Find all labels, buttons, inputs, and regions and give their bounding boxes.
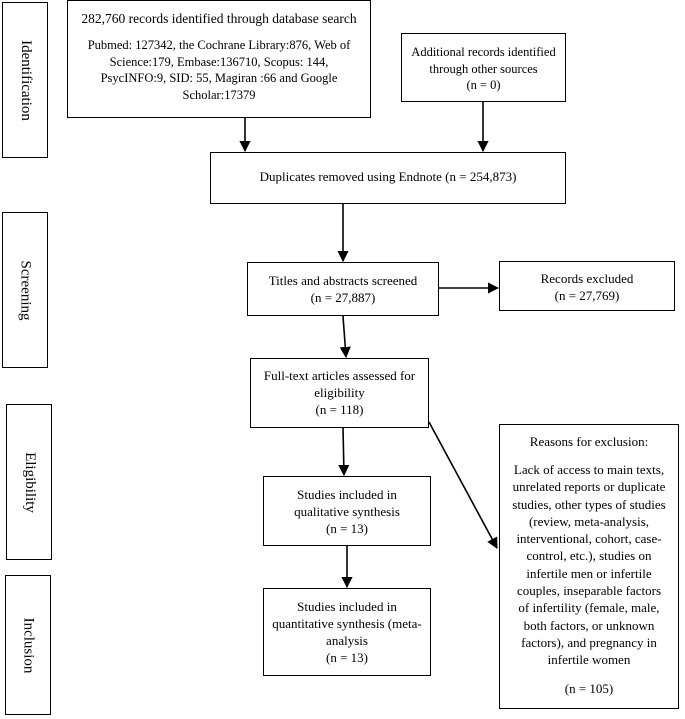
fulltext-line1: Full-text articles assessed for xyxy=(263,368,416,383)
stage-eligibility: Eligibility xyxy=(6,404,52,560)
arrow-screened-to-fulltext xyxy=(339,315,351,359)
duplicates-label: Duplicates removed using Endnote (n = 25… xyxy=(259,169,517,184)
qualitative-count: (n = 13) xyxy=(326,521,368,536)
reasons-line: of infertility (female, male, xyxy=(518,600,660,616)
additional-records-box: Additional records identified through ot… xyxy=(401,33,566,102)
qualitative-text: Studies included in qualitative synthesi… xyxy=(266,486,428,537)
records-excluded-label: Records excluded xyxy=(540,271,634,286)
quantitative-line1: Studies included in xyxy=(297,599,397,614)
reasons-line: both factors, or unknown xyxy=(523,617,655,633)
reasons-line: (review, meta-analysis, xyxy=(528,513,650,529)
reasons-count: (n = 105) xyxy=(564,681,614,696)
arrow-fulltext-to-reasons xyxy=(428,421,498,549)
quantitative-line2: quantitative synthesis (meta- xyxy=(272,616,422,631)
reasons-line: factors), and pregnancy in xyxy=(521,634,657,650)
screened-box: Titles and abstracts screened (n = 27,88… xyxy=(247,262,439,316)
reasons-line: studies, other types of studies xyxy=(512,496,666,512)
reasons-text: Lack of access to main texts, unrelated r… xyxy=(502,461,676,669)
stage-screening: Screening xyxy=(2,212,48,368)
reasons-line: control, etc.), studies on xyxy=(526,548,652,564)
reasons-line: Lack of access to main texts, xyxy=(513,462,665,477)
qualitative-line1: Studies included in xyxy=(297,487,397,502)
reasons-line: couples, inseparable factors xyxy=(516,583,662,599)
database-search-box: 282,760 records identified through datab… xyxy=(67,0,371,118)
additional-records-text: Additional records identified through ot… xyxy=(404,44,563,94)
screened-count: (n = 27,887) xyxy=(310,290,376,305)
quantitative-text: Studies included in quantitative synthes… xyxy=(266,598,428,666)
fulltext-box: Full-text articles assessed for eligibil… xyxy=(250,358,429,428)
database-search-title: 282,760 records identified through datab… xyxy=(81,11,357,26)
reasons-line: infertile women xyxy=(547,652,631,668)
screened-label: Titles and abstracts screened xyxy=(268,273,418,288)
fulltext-text: Full-text articles assessed for eligibil… xyxy=(253,367,426,418)
duplicates-box: Duplicates removed using Endnote (n = 25… xyxy=(210,152,566,204)
records-excluded-box: Records excluded (n = 27,769) xyxy=(499,261,675,311)
quantitative-line3: analysis xyxy=(326,633,368,648)
qualitative-line2: qualitative synthesis xyxy=(294,504,400,519)
fulltext-line2: eligibility xyxy=(314,385,365,400)
qualitative-box: Studies included in qualitative synthesi… xyxy=(263,476,431,546)
additional-line1: Additional records identified xyxy=(411,45,556,59)
reasons-box: Reasons for exclusion: Lack of access to… xyxy=(499,424,679,709)
reasons-line: infertile men or infertile xyxy=(526,565,652,581)
additional-line2: through other sources xyxy=(429,61,538,76)
additional-count: (n = 0) xyxy=(466,78,501,92)
records-excluded-count: (n = 27,769) xyxy=(554,288,620,303)
reasons-line: unrelated reports or duplicate xyxy=(512,479,666,495)
reasons-line: interventional, cohort, case- xyxy=(516,531,662,547)
reasons-title: Reasons for exclusion: xyxy=(529,434,649,449)
screened-text: Titles and abstracts screened (n = 27,88… xyxy=(250,272,436,306)
quantitative-box: Studies included in quantitative synthes… xyxy=(263,588,431,676)
records-excluded-text: Records excluded (n = 27,769) xyxy=(502,270,672,304)
fulltext-count: (n = 118) xyxy=(315,402,364,417)
database-search-detail: Pubmed: 127342, the Cochrane Library:876… xyxy=(87,38,351,102)
quantitative-count: (n = 13) xyxy=(326,650,368,665)
arrow-fulltext-to-qualitative xyxy=(338,427,350,477)
stage-identification: Identification xyxy=(2,2,48,158)
stage-inclusion: Inclusion xyxy=(5,575,51,715)
